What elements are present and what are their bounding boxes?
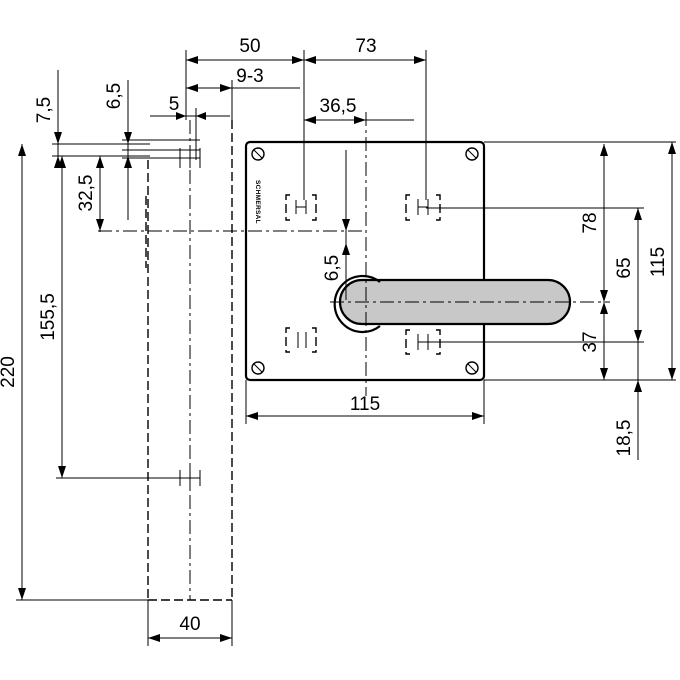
dim-9-3: 9-3 [186,66,300,120]
dim-36-5-label: 36,5 [320,96,357,117]
corner-screw-tr [465,147,479,161]
dim-73-label: 73 [355,36,376,57]
dim-6-5-top: 6,5 [104,80,132,220]
dim-5-label: 5 [169,94,180,115]
dim-5: 5 [150,94,230,160]
actuator-profile [122,139,201,490]
dim-32-5-label: 32,5 [76,175,97,212]
dim-9-3-label: 9-3 [236,66,263,87]
dim-6-5-mid: 6,5 [322,150,350,300]
dim-7-5-label: 7,5 [34,97,55,123]
mounting-hole-upper-left [285,194,317,221]
dim-36-5: 36,5 [304,96,414,124]
corner-screw-bl [251,361,265,375]
dim-7-5: 7,5 [34,70,150,168]
dim-50-label: 50 [239,36,260,57]
dim-155-5-label: 155,5 [38,293,59,341]
dim-220-label: 220 [0,356,19,388]
dim-32-5: 32,5 [76,156,104,232]
brand-label: SCHMERSAL [254,180,261,224]
dim-6-5-mid-label: 6,5 [322,255,343,281]
housing-plate: SCHMERSAL [244,140,486,382]
dim-50: 50 [185,36,305,200]
dim-40: 40 [147,600,233,646]
handle-lever [333,274,572,334]
dim-115-right: 115 [648,142,676,380]
dim-220: 220 [0,144,148,601]
dim-115-bottom: 115 [245,380,485,424]
dim-155-5: 155,5 [38,156,200,479]
dim-18-5: 18,5 [614,380,642,456]
mounting-hole-lower-left [285,327,317,353]
dim-40-label: 40 [179,614,200,635]
dim-65-label: 65 [614,257,635,278]
corner-screw-br [465,361,479,375]
dim-115-bottom-label: 115 [350,394,380,415]
corner-screw-tl [251,147,265,161]
center-lines [98,112,610,601]
dim-78: 78 [484,141,676,380]
dim-115-right-label: 115 [648,247,669,277]
dim-78-label: 78 [580,212,601,233]
dim-6-5-top-label: 6,5 [104,83,125,109]
dim-65: 65 [426,207,644,460]
dim-73: 73 [304,36,427,200]
dim-18-5-label: 18,5 [614,420,635,457]
